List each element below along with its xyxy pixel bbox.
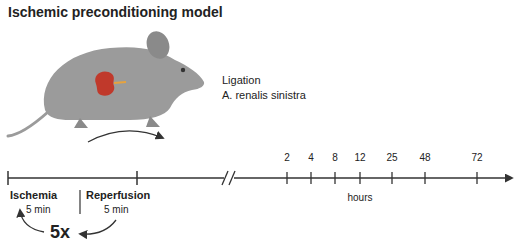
tick-label: 48 (419, 152, 430, 164)
diagram-title: Ischemic preconditioning model (8, 4, 223, 20)
separator (79, 190, 80, 214)
mouse-figure (8, 28, 204, 136)
time-axis (8, 177, 512, 179)
tick (7, 171, 9, 185)
axis-unit: hours (347, 192, 372, 204)
annotation: Ligation (222, 74, 261, 87)
tick-label: 72 (471, 152, 482, 164)
annotation: A. renalis sinistra (222, 89, 306, 102)
tick-label: 25 (386, 152, 397, 164)
tick-label: 4 (308, 152, 314, 164)
curved-arrow (88, 131, 163, 142)
ticks (287, 172, 477, 184)
tick (136, 171, 138, 185)
tick-label: 12 (354, 152, 365, 164)
loop-arrow (80, 220, 116, 234)
phase-label: Reperfusion (86, 189, 150, 202)
phase-label: Ischemia (10, 189, 57, 202)
tick-label: 2 (284, 152, 290, 164)
axis-break (222, 171, 235, 185)
duration-label: 5 min (104, 204, 128, 216)
repeat-count: 5x (50, 222, 70, 243)
duration-label: 5 min (26, 204, 50, 216)
tick-label: 8 (332, 152, 338, 164)
